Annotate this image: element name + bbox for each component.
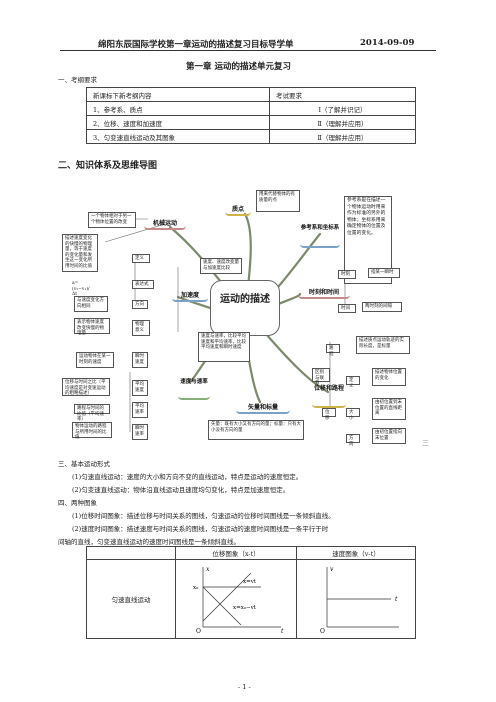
note-accel-dir: 与速度变化方向相同 bbox=[74, 296, 108, 312]
mindmap: 运动的描述 机械运动 质点 参考系和坐标系 加速度 时刻和时间 速度与速率 速度… bbox=[60, 172, 436, 448]
note-avg-def: 位移与时间之比（平均速度是对变速运动的粗略描述） bbox=[62, 378, 110, 396]
table-row: 1、参考系、质点 I（了解并识记） bbox=[86, 101, 416, 116]
label-speed: 瞬时速率 bbox=[132, 424, 148, 440]
node-frame: 参考系和坐标系 bbox=[300, 224, 340, 248]
xt-x0: x₀ bbox=[193, 585, 199, 591]
note-accel-meaning: 表示物体速度改变快慢的物理量 bbox=[74, 318, 110, 336]
motion-1: (1)匀速直线运动：速度的大小和方向不变的直线运动，特点是运动的速度恒定。 bbox=[72, 473, 303, 481]
node-disp: 位移和路程 bbox=[312, 384, 346, 408]
node-time: 时刻和时间 bbox=[298, 287, 350, 299]
label-accel-def: 定义 bbox=[132, 254, 150, 263]
node-vector: 矢量和标量 bbox=[236, 402, 290, 414]
node-mech: 机械运动 bbox=[144, 218, 186, 230]
vt-y-axis: v bbox=[330, 566, 334, 573]
vt-origin: O bbox=[320, 628, 325, 635]
mindmap-center-label: 运动的描述 bbox=[220, 294, 270, 305]
node-particle: 质点 bbox=[225, 204, 251, 216]
goals-table: 新课标下新考纲内容 考试要求 1、参考系、质点 I（了解并识记） 2、位移、速度… bbox=[86, 87, 416, 144]
label-disp-dir: 方向 bbox=[346, 434, 360, 447]
section-heading-3: 三、基本运动形式 bbox=[58, 460, 110, 468]
note-particle-def: 用来代替物体的有质量的点 bbox=[256, 190, 300, 212]
table-header-cell: 新课标下新考纲内容 bbox=[86, 87, 270, 102]
section-heading-2: 二、知识体系及思维导图 bbox=[58, 161, 158, 171]
note-time-interval: 两时刻的间隔 bbox=[362, 302, 402, 312]
section-heading-4: 四、两种图象 bbox=[58, 499, 97, 507]
table-row: 3、匀变速直线运动及其图象 Ⅱ（理解并应用） bbox=[86, 129, 416, 144]
label-time-interval: 时间 bbox=[338, 304, 356, 313]
note-accel-formula: a=(v₂−v₁)/Δt bbox=[70, 280, 96, 297]
label-path: 路程 bbox=[326, 344, 340, 357]
node-speed-label: 速度与速率 bbox=[180, 379, 208, 385]
table-cell: I（了解并识记） bbox=[269, 101, 416, 116]
table-cell: 3、匀变速直线运动及其图象 bbox=[86, 129, 270, 144]
xt-line-b: x=x₀−vt bbox=[233, 605, 257, 611]
header-right: 2014-09-09 bbox=[360, 38, 415, 48]
note-accel-def: 描述速度变化的快慢的物理量，等于速度的变化量和发生这一变化所用时间的比值 bbox=[62, 234, 98, 272]
table-row: 匀速直线运动 x t O x₀ x=vt x=x₀−vt v bbox=[86, 559, 416, 639]
table-cell: 1、参考系、质点 bbox=[86, 101, 270, 116]
note-mech-def: 一个物体相对于另一个物体位置的改变 bbox=[88, 212, 136, 228]
node-accel: 加速度 bbox=[172, 290, 208, 302]
row-label: 匀速直线运动 bbox=[86, 559, 176, 639]
note-speed-def: 物体运动的路程与所用时间的比值 bbox=[72, 422, 112, 440]
table-header-cell: 考试要求 bbox=[269, 87, 416, 102]
xt-graph: x t O x₀ x=vt x=x₀−vt bbox=[193, 566, 284, 635]
label-inst: 瞬时速度 bbox=[132, 352, 148, 368]
table-header-row: 位移图象（x-t） 速度图象（v-t） bbox=[86, 546, 416, 560]
page-number: - 1 - bbox=[238, 683, 251, 691]
xt-origin: O bbox=[196, 628, 201, 635]
table-cell: Ⅱ（理解并应用） bbox=[269, 129, 416, 144]
note-accel-compare: 速度、速度改变量与加速度比较 bbox=[200, 258, 242, 274]
note-time-moment: 指某一瞬时 bbox=[368, 268, 400, 278]
table-cell: Ⅱ（理解并应用） bbox=[269, 115, 416, 130]
vt-graph-cell: v t O bbox=[296, 559, 416, 639]
label-accel-meaning: 物理意义 bbox=[132, 320, 150, 336]
graphs-table: 位移图象（x-t） 速度图象（v-t） 匀速直线运动 x t O x₀ x=vt… bbox=[86, 546, 416, 639]
label-disp: 位移 bbox=[322, 408, 336, 421]
note-disp-dir: 由初位置指向末位置 bbox=[372, 428, 406, 444]
label-avg: 平均速度 bbox=[132, 380, 148, 396]
label-diff: 区别与联系 bbox=[312, 368, 330, 386]
note-path-def: 描述质点运动轨迹的实际长度，是标量 bbox=[356, 336, 410, 354]
note-speed-compare: 速度与速率，比较平均速度和平均速率，比较平均速度和瞬时速度 bbox=[198, 332, 250, 362]
graph-text-2a: (2)速度时间图象：描述速度与时间关系的图线，匀速运动的速度时间图线是一条平行于… bbox=[72, 525, 329, 533]
section-heading-1: 一、考纲要求 bbox=[58, 76, 97, 84]
vt-graph: v t O bbox=[320, 566, 399, 635]
table-row: 2、位移、速度和加速度 Ⅱ（理解并应用） bbox=[86, 115, 416, 130]
note-disp-mag: 由初位置到末位置的直线距离 bbox=[372, 398, 406, 420]
note-avg-speed-def: 路程与时间的比值（平均速率） bbox=[74, 404, 110, 422]
xt-line-a: x=vt bbox=[243, 579, 257, 585]
vt-x-axis: t bbox=[395, 596, 398, 603]
table-header-row: 新课标下新考纲内容 考试要求 bbox=[86, 87, 416, 102]
table-cell: 2、位移、速度和加速度 bbox=[86, 115, 270, 130]
note-inst-def: 运动物体在某一时刻的速度 bbox=[76, 352, 114, 368]
mindmap-center: 运动的描述 bbox=[210, 280, 280, 336]
label-disp-def: 定义 bbox=[346, 376, 360, 389]
label-avg-speed: 平均速率 bbox=[132, 402, 148, 418]
label-accel-dir: 方向 bbox=[132, 300, 148, 309]
motion-2: (2)匀变速直线运动：物体沿直线运动且速度均匀变化，特点是加速度恒定。 bbox=[72, 486, 290, 494]
table-header-cell: 速度图象（v-t） bbox=[296, 546, 416, 560]
label-disp-mag: 大小 bbox=[346, 408, 360, 421]
table-header-cell: 位移图象（x-t） bbox=[175, 546, 297, 560]
chapter-title: 第一章 运动的描述单元复习 bbox=[186, 62, 291, 72]
xt-graph-cell: x t O x₀ x=vt x=x₀−vt bbox=[175, 559, 297, 639]
note-disp-def: 描述物体位置的变化 bbox=[372, 368, 406, 386]
header-left: 绵阳东辰国际学校第一章运动的描述复习目标导学单 bbox=[98, 40, 294, 50]
watermark-glyph: 三 bbox=[422, 439, 429, 447]
xt-y-axis: x bbox=[206, 566, 210, 573]
graph-text-2b: 间轴的直线，匀变速直线运动的速度时间图线是一条倾斜直线。 bbox=[58, 538, 240, 546]
graph-text-1: (1)位移时间图象：描述位移与时间关系的图线，匀速运动的位移时间图线是一条倾斜直… bbox=[72, 512, 335, 520]
label-accel-formula: 表达式 bbox=[132, 280, 154, 289]
table-header-cell bbox=[86, 546, 176, 560]
label-time-moment: 时刻 bbox=[338, 270, 356, 279]
node-speed-visible: 速度与速率 bbox=[178, 378, 210, 400]
xt-x-axis: t bbox=[281, 628, 284, 635]
note-vector-def: 矢量：既有大小又有方向的量；标量：只有大小没有方向的量 bbox=[208, 420, 304, 440]
header-rule bbox=[60, 50, 436, 51]
